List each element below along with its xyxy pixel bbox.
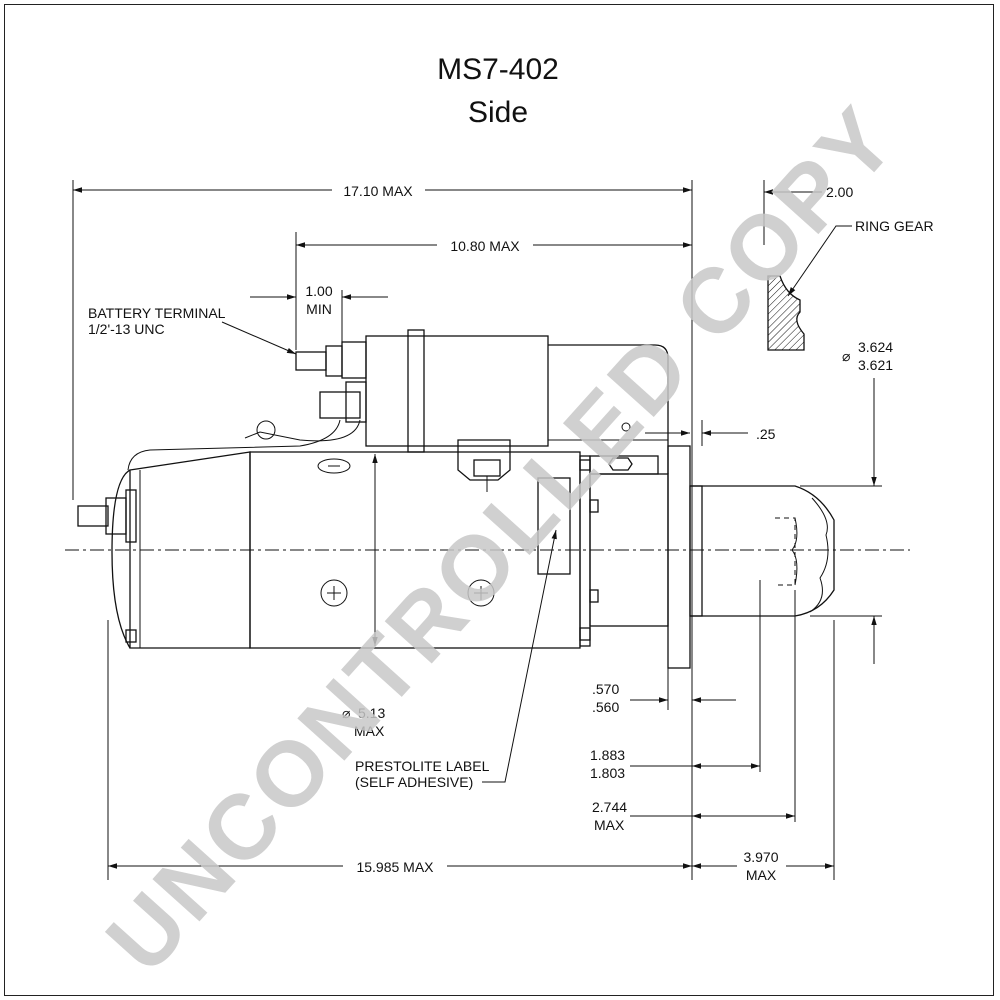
battery-terminal-nut [325,345,343,377]
uncontrolled-copy-watermark: UNCONTROLLED COPY [87,87,916,992]
dim-ring-gear-offset: 2.00 [826,184,853,200]
battery-terminal-stud [295,351,327,371]
dim-motor-dia-value: 5.13 [358,705,385,721]
ground-terminal-nut [105,497,127,535]
starter-outline [77,329,835,669]
nose-housing [690,485,835,617]
dim-pilot-dia-min: 3.621 [858,357,893,373]
dim-terminal-clearance-unit: MIN [306,301,332,317]
prestolite-label-area [537,477,571,575]
end-cap-curve [111,469,131,649]
pole-screw-2 [467,579,495,607]
pilot [689,485,703,617]
dim-nose-length-value: 2.744 [592,799,627,815]
solenoid-mount [457,439,511,481]
drawing-title: MS7-402 [437,53,559,86]
housing-nut [608,457,633,471]
pinion-outline [809,497,829,613]
dim-nose-length-unit: MAX [594,817,625,833]
dim-flange-offset: .25 [756,426,776,442]
label-prestolite: PRESTOLITE LABEL [355,758,490,774]
mounting-flange [667,445,691,669]
dim-pinion-min: 1.803 [590,765,625,781]
battery-terminal-base [341,341,367,379]
pinion-hidden [775,517,796,586]
dim-terminal-clearance-value: 1.00 [305,283,332,299]
pivot-pin [621,422,631,432]
dim-nose-extension-unit: MAX [746,867,777,883]
housing-bolt-1 [579,627,591,641]
diameter-symbol-pilot: ⌀ [842,348,850,364]
dim-solenoid-to-flange: 10.80 MAX [450,238,520,254]
ground-terminal-stud [77,505,109,527]
ring-gear-section [767,275,805,351]
dim-pilot-dia-max: 3.624 [858,339,893,355]
ground-terminal-base [125,489,137,543]
label-battery-terminal: BATTERY TERMINAL [88,305,226,321]
label-prestolite-adhesive: (SELF ADHESIVE) [355,774,473,790]
field-lead [244,419,361,442]
motor-terminal-nut [345,381,367,423]
drawing-frame [4,4,994,996]
dim-pinion-max: 1.883 [590,747,625,763]
solenoid [365,335,549,447]
lead-clamp [256,420,276,440]
pole-screw-top [317,458,351,474]
label-ring-gear: RING GEAR [855,218,934,234]
housing-bolt-4 [589,589,599,603]
drawing-view-label: Side [468,96,528,129]
dim-flange-thickness-min: .560 [592,699,619,715]
diameter-symbol-motor: ⌀ [342,705,350,721]
label-battery-terminal-thread: 1/2'-13 UNC [88,321,165,337]
housing-bolt-2 [579,459,591,471]
pole-screw-1 [320,579,348,607]
thru-bolt [125,629,137,643]
dim-overall-length: 17.10 MAX [343,183,413,199]
dim-body-length: 15.985 MAX [356,859,434,875]
pinion-teeth [791,517,798,586]
ground-lead [127,419,341,471]
solenoid-cover [548,344,669,474]
dim-motor-dia-unit: MAX [354,723,385,739]
dim-flange-thickness-max: .570 [592,681,619,697]
solenoid-band [407,329,425,453]
housing-bolt-3 [589,499,599,513]
dimension-lines [72,180,882,880]
motor-terminal [319,391,361,419]
dim-nose-extension-value: 3.970 [743,849,778,865]
